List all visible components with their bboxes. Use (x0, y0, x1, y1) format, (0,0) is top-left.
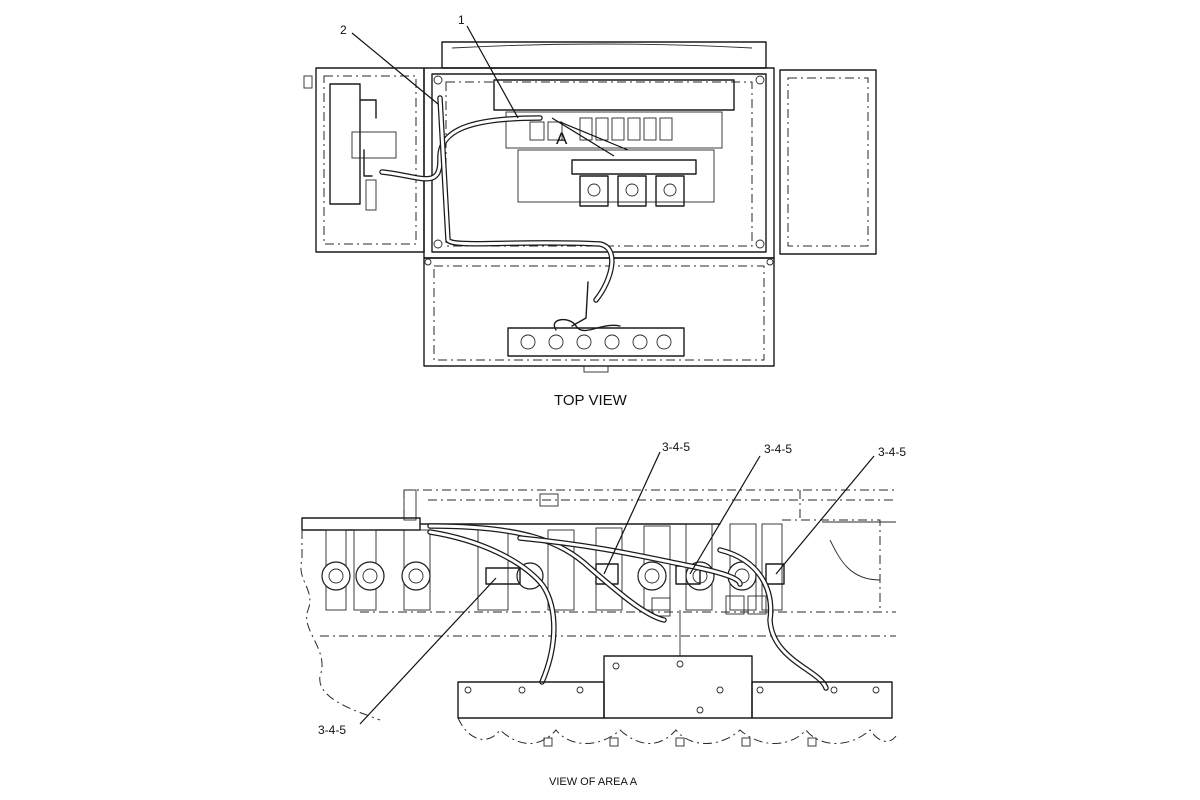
callout-3-4-5-c: 3-4-5 (878, 445, 906, 459)
callout-3-4-5-d: 3-4-5 (318, 723, 346, 737)
callout-3-4-5-a: 3-4-5 (662, 440, 690, 454)
detail-view-drawing (300, 451, 897, 747)
detail-view-caption: VIEW OF AREA A (549, 776, 638, 788)
callout-3-4-5-b: 3-4-5 (764, 442, 792, 456)
callout-item-1: 1 (458, 13, 465, 27)
callout-area-a: A (556, 129, 568, 148)
top-view-caption: TOP VIEW (554, 392, 628, 409)
callout-item-2: 2 (340, 23, 347, 37)
top-view-drawing (303, 25, 877, 373)
